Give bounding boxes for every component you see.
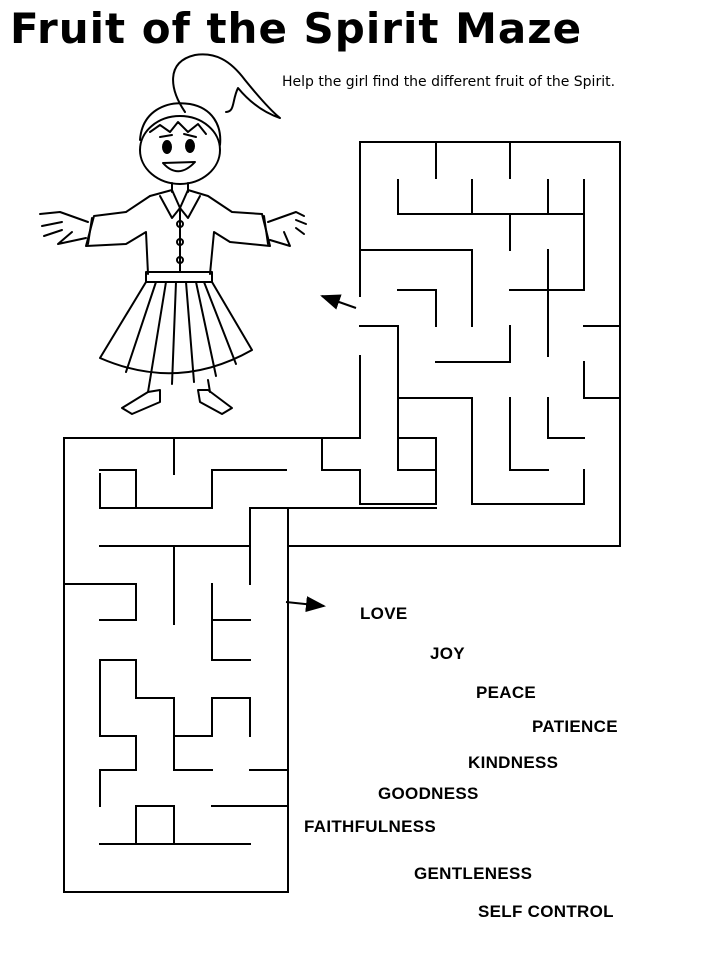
arrow-right-icon — [285, 596, 326, 613]
girl-illustration — [39, 53, 307, 415]
fruit-goodness: GOODNESS — [378, 784, 479, 803]
fruit-love: LOVE — [360, 604, 408, 623]
fruit-patience: PATIENCE — [532, 717, 618, 736]
instructions: Help the girl find the different fruit o… — [282, 74, 616, 90]
fruit-peace: PEACE — [476, 683, 537, 702]
page-title: Fruit of the Spirit Maze — [10, 4, 583, 53]
fruit-faithfulness: FAITHFULNESS — [304, 817, 437, 836]
maze-walls — [63, 141, 621, 893]
fruit-joy: JOY — [430, 644, 465, 663]
fruit-self-control: SELF CONTROL — [478, 902, 614, 921]
arrow-left-icon — [320, 294, 357, 310]
fruit-kindness: KINDNESS — [468, 753, 559, 772]
fruit-gentleness: GENTLENESS — [414, 864, 533, 883]
